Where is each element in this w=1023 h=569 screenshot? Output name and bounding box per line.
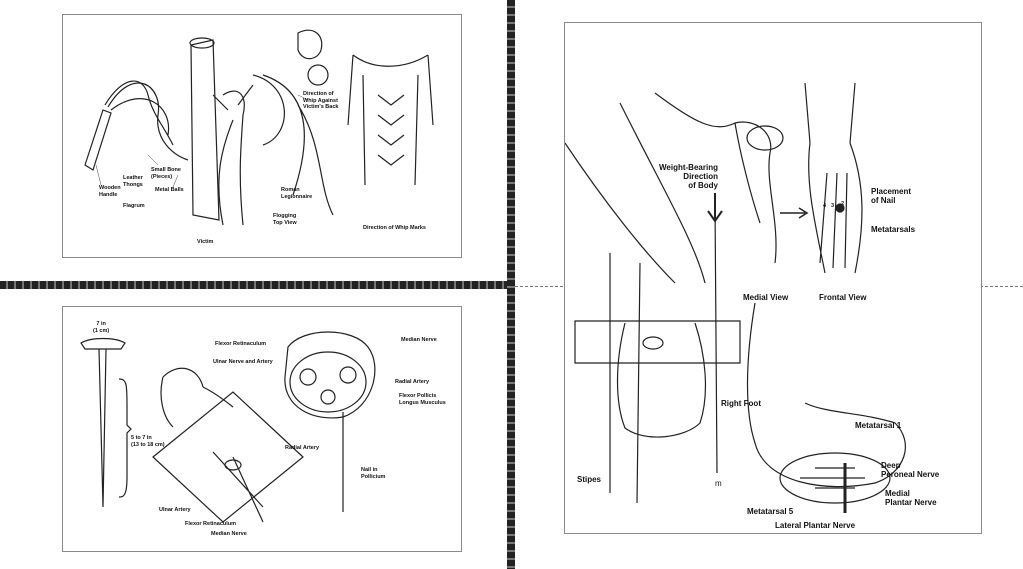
label-nail-in-pollicium: Nail in Pollicium	[361, 467, 386, 480]
label-flogging-top-view: Flogging Top View	[273, 213, 297, 226]
back-torso	[347, 54, 434, 186]
label-frontal-view: Frontal View	[819, 293, 867, 302]
post	[190, 39, 220, 221]
label-flexor-retinaculum-top: Flexor Retinaculum	[215, 341, 267, 347]
right-foot	[616, 322, 707, 438]
label-radial-artery-right: Radial Artery	[395, 379, 430, 385]
whip-handle	[84, 109, 112, 171]
feet-illustration-panel: Weight-Bearing Direction of Body Placeme…	[564, 22, 982, 534]
wrist-nail-illustration-panel: 7 in (1 cm) 5 to 7 in (13 to 18 cm) Flex…	[62, 306, 462, 552]
label-bone-number-3: 3	[831, 203, 835, 209]
foot-medial-view	[746, 302, 906, 488]
label-flagrum: Flagrum	[123, 203, 145, 209]
feet-drawing	[565, 82, 906, 513]
label-placement-nail: Placement of Nail	[871, 187, 912, 205]
stipes	[609, 253, 641, 504]
label-stipes: Stipes	[577, 475, 602, 484]
label-nail-head-size: 7 in (1 cm)	[93, 321, 110, 334]
label-metal-balls: Metal Balls	[155, 187, 184, 193]
label-medial-view: Medial View	[743, 293, 789, 302]
vertical-separator	[507, 0, 515, 569]
label-metatarsals: Metatarsals	[871, 225, 916, 234]
label-roman-legionnaire: Roman Legionnaire	[281, 187, 313, 200]
label-metatarsal-5: Metatarsal 5	[747, 507, 794, 516]
label-radial-artery-mid: Radial Artery	[285, 445, 320, 451]
label-median-nerve-right: Median Nerve	[401, 337, 437, 343]
horizontal-separator	[0, 281, 507, 289]
plank	[574, 320, 741, 364]
label-direction-whip: Direction of Whip Against Victim's Back	[303, 91, 339, 110]
label-bone-number-2: 2	[841, 201, 845, 207]
flogging-illustration-panel: Wooden Handle Leather Thongs Small Bone …	[62, 14, 462, 258]
label-medial-plantar: Medial Plantar Nerve	[885, 489, 937, 507]
label-metatarsal-1: Metatarsal 1	[855, 421, 902, 430]
plank	[152, 391, 304, 523]
label-small-bone: Small Bone (Pieces)	[151, 167, 181, 180]
label-victim: Victim	[197, 239, 214, 245]
label-wooden-handle: Wooden Handle	[99, 185, 121, 198]
label-bone-number-4: 4	[823, 203, 827, 209]
wrist-nail-drawing	[80, 331, 376, 523]
label-weight-bearing: Weight-Bearing Direction of Body	[659, 163, 718, 190]
label-deep-peroneal: Deep Peroneal Nerve	[881, 461, 940, 479]
victim-figure	[212, 84, 254, 226]
hand	[160, 367, 234, 428]
label-small-mark: m	[715, 479, 722, 488]
leg	[565, 102, 706, 284]
flogging-drawing	[84, 29, 434, 226]
label-ulnar-artery: Ulnar Artery	[159, 507, 191, 513]
label-ulnar-nerve-artery: Ulnar Nerve and Artery	[213, 359, 273, 365]
nail	[80, 337, 126, 350]
foot-skeleton-side	[654, 92, 777, 264]
label-flexor-retinaculum-bottom: Flexor Retinaculum	[185, 521, 237, 527]
label-right-foot: Right Foot	[721, 399, 761, 408]
foot-skeleton-front	[804, 82, 856, 144]
label-median-nerve-bottom: Median Nerve	[211, 531, 247, 537]
label-flexor-pollicis: Flexor Pollicis Longus Musculus	[399, 393, 446, 406]
label-direction-marks: Direction of Whip Marks	[363, 225, 426, 231]
label-lateral-plantar: Lateral Plantar Nerve	[775, 521, 856, 530]
wrist-cross-section	[284, 331, 376, 419]
label-nail-length: 5 to 7 in (13 to 18 cm)	[131, 435, 165, 448]
label-leather-thongs: Leather Thongs	[123, 175, 143, 188]
